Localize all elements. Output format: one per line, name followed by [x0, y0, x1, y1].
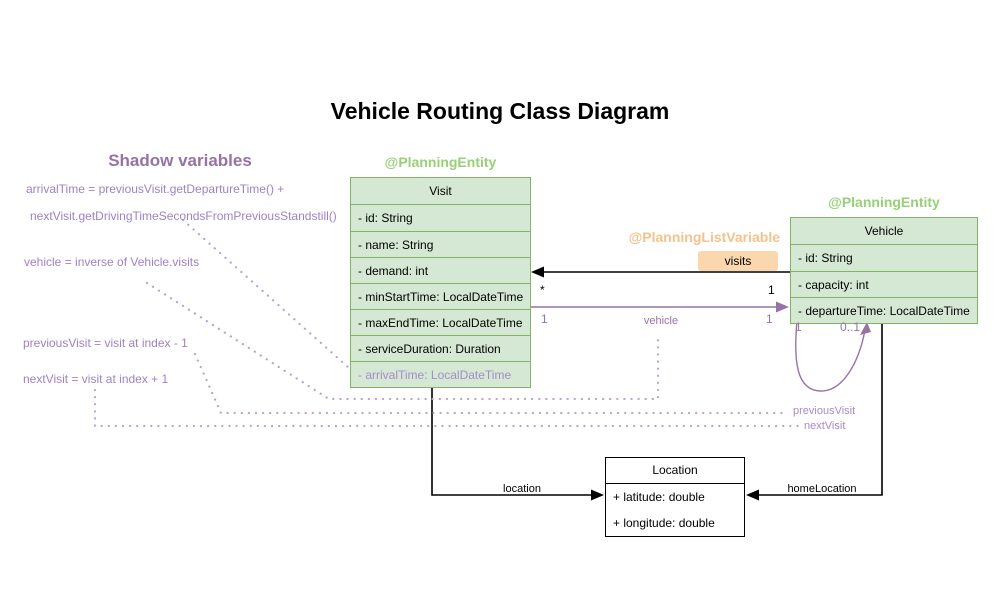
visit-class-name: Visit [351, 178, 530, 205]
vehicle-multiplicity-visit-end: 1 [541, 312, 548, 326]
self-loop-multiplicity-right: 0..1 [840, 320, 861, 334]
shadow-line-nextvisit: nextVisit = visit at index + 1 [23, 372, 169, 386]
shadow-line-drivingtime: nextVisit.getDrivingTimeSecondsFromPrevi… [30, 209, 337, 223]
vehicle-field-capacity: - capacity: int [791, 271, 977, 297]
self-loop-multiplicity-left: 1 [795, 320, 802, 334]
shadow-line-vehicle: vehicle = inverse of Vehicle.visits [24, 255, 200, 269]
location-class-name: Location [606, 458, 744, 484]
previousvisit-edge-label: previousVisit [793, 405, 856, 417]
vehicle-multiplicity-vehicle-end: 1 [766, 312, 773, 326]
vehicle-association-arrow [531, 301, 789, 313]
page-title: Vehicle Routing Class Diagram [330, 98, 670, 124]
planning-list-variable-annotation: @PlanningListVariable [628, 229, 780, 245]
shadow-line-previousvisit: previousVisit = visit at index - 1 [23, 336, 188, 350]
visit-field-serviceduration: - serviceDuration: Duration [351, 335, 530, 361]
visits-multiplicity-vehicle-end: 1 [768, 283, 775, 297]
visit-field-maxendtime: - maxEndTime: LocalDateTime [351, 309, 530, 335]
shadow-variables-heading: Shadow variables [108, 151, 252, 170]
visit-field-id: - id: String [358, 211, 413, 225]
visit-field-arrivaltime: - arrivalTime: LocalDateTime [351, 361, 530, 387]
vehicle-field-id: - id: String [798, 251, 853, 265]
location-edge-label: location [503, 483, 541, 495]
vehicle-field-departuretime: - departureTime: LocalDateTime [791, 297, 977, 323]
vehicle-class-name: Vehicle [791, 218, 977, 245]
visit-field-minstarttime: - minStartTime: LocalDateTime [351, 283, 530, 309]
location-field-latitude: + latitude: double [613, 490, 705, 504]
nextvisit-edge-label: nextVisit [804, 420, 846, 432]
location-field-longitude: + longitude: double [613, 516, 715, 530]
leader-arrivaltime [181, 218, 351, 370]
visits-badge: visits [698, 251, 778, 271]
visit-field-name: - name: String [351, 231, 530, 257]
leader-nextvisit [93, 388, 800, 428]
visit-field-demand: - demand: int [351, 257, 530, 283]
vehicle-edge-label: vehicle [643, 315, 679, 327]
vehicle-class-box: Vehicle - id: String - capacity: int - d… [790, 217, 978, 324]
visit-planning-entity-annotation: @PlanningEntity [384, 154, 497, 170]
vehicle-planning-entity-annotation: @PlanningEntity [828, 194, 940, 210]
visit-class-box: Visit - id: String - name: String - dema… [350, 177, 531, 388]
shadow-line-arrivaltime: arrivalTime = previousVisit.getDeparture… [26, 182, 285, 196]
visits-multiplicity-visit-end: * [540, 283, 545, 297]
homelocation-edge-label: homeLocation [787, 483, 857, 495]
location-class-box: Location + latitude: double + longitude:… [605, 457, 745, 537]
